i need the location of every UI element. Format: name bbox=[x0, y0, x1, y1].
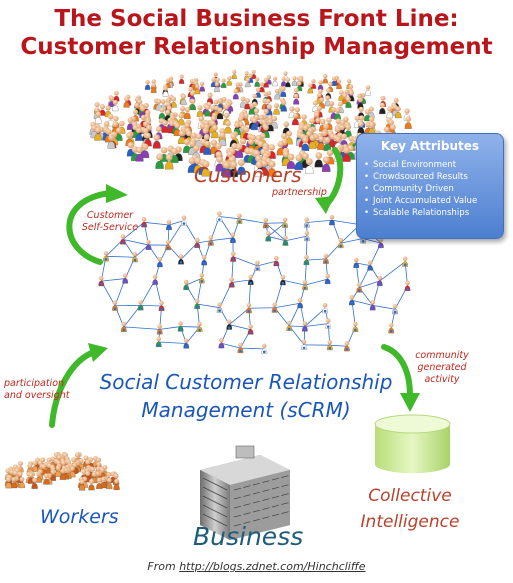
partnership-label: partnership bbox=[272, 187, 327, 198]
source-footer: From http://blogs.zdnet.com/Hinchcliffe bbox=[0, 560, 513, 573]
key-attributes-title: Key Attributes bbox=[380, 139, 480, 153]
participation-arrow-head bbox=[88, 343, 108, 362]
participation-arrow bbox=[49, 349, 97, 428]
workers-crowd-image bbox=[4, 451, 120, 491]
customers-label: Customers bbox=[194, 163, 302, 187]
scrm-line-1: Social Customer Relationship bbox=[99, 370, 393, 394]
self-service-arrow-head bbox=[106, 184, 128, 203]
self-service-arrow bbox=[66, 190, 113, 265]
workers-label: Workers bbox=[40, 506, 119, 528]
title-line-1: The Social Business Front Line: bbox=[54, 6, 459, 32]
participation-line-2: and oversight bbox=[4, 390, 70, 401]
community-arrow bbox=[381, 344, 413, 398]
community-line-1: community bbox=[415, 350, 469, 361]
key-attributes-panel: Key Attributes Social Environment Crowds… bbox=[356, 133, 504, 239]
customer-self-service-line-2: Self-Service bbox=[81, 222, 139, 233]
community-line-2: generated bbox=[417, 362, 467, 373]
source-link[interactable]: http://blogs.zdnet.com/Hinchcliffe bbox=[179, 560, 366, 573]
community-activity-label: community generated activity bbox=[412, 350, 472, 386]
community-arrow-head bbox=[400, 393, 420, 412]
scrm-line-2: Management (sCRM) bbox=[141, 398, 351, 422]
scrm-label: Social Customer Relationship Management … bbox=[96, 368, 396, 424]
database-cylinder-icon bbox=[374, 414, 451, 473]
customer-self-service-label: Customer Self-Service bbox=[75, 210, 145, 234]
footer-prefix: From bbox=[147, 560, 180, 573]
collective-line-2: Intelligence bbox=[360, 512, 460, 532]
customer-self-service-line-1: Customer bbox=[86, 210, 134, 221]
collective-intelligence-label: Collective Intelligence bbox=[350, 483, 470, 535]
collective-line-1: Collective bbox=[368, 486, 452, 506]
key-attributes-list: Social Environment Crowdsourced Results … bbox=[357, 159, 503, 219]
key-attribute-item: Joint Accumulated Value bbox=[364, 195, 503, 207]
participation-label: participation and oversight bbox=[4, 378, 69, 402]
key-attribute-item: Community Driven bbox=[364, 183, 503, 195]
key-attribute-item: Crowdsourced Results bbox=[364, 171, 503, 183]
title-line-2: Customer Relationship Management bbox=[20, 34, 493, 60]
key-attribute-item: Social Environment bbox=[364, 159, 503, 171]
customers-crowd-image bbox=[89, 69, 412, 178]
business-label: Business bbox=[193, 522, 304, 551]
office-building-icon bbox=[200, 445, 290, 540]
community-line-3: activity bbox=[424, 374, 460, 385]
participation-line-1: participation bbox=[4, 378, 65, 389]
key-attribute-item: Scalable Relationships bbox=[364, 207, 503, 219]
partnership-arrow-head bbox=[315, 196, 334, 214]
